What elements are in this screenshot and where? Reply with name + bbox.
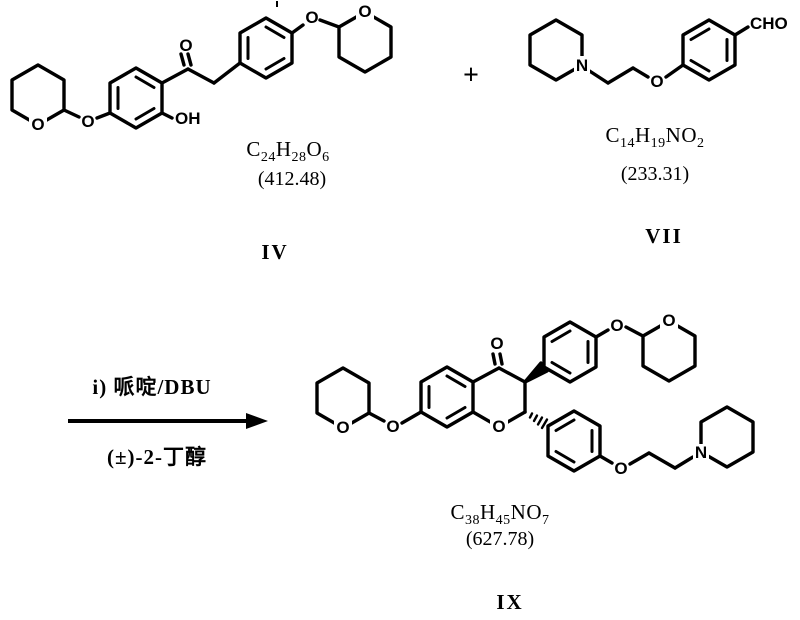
- piperidine-ring: [699, 405, 755, 469]
- oxygen-label: O: [305, 8, 318, 27]
- formula-subscript: 19: [650, 136, 666, 152]
- formula-segment: NO: [665, 123, 698, 147]
- label-mask: [334, 419, 352, 436]
- hydroxyl-label: OH: [175, 109, 201, 128]
- oxygen-label: O: [610, 316, 623, 335]
- formula-ix: C38H45NO7: [450, 500, 550, 529]
- compound-number-iv: IV: [261, 240, 289, 264]
- reaction-condition-solvent: (±)-2-丁醇: [107, 445, 207, 469]
- formula-segment: O: [306, 137, 323, 161]
- formula-segment: NO: [510, 500, 543, 524]
- formula-subscript: 14: [620, 136, 635, 152]
- molecular-mass-ix: (627.78): [465, 528, 535, 550]
- formula-iv: C24H28O6: [246, 137, 330, 166]
- molecular-mass-vii: (233.31): [620, 163, 690, 185]
- formula-subscript: 6: [322, 150, 330, 166]
- oxygen-label: O: [386, 417, 399, 436]
- aldehyde-label: CHO: [750, 14, 788, 33]
- formula-segment: H: [635, 123, 651, 147]
- oxygen-label: O: [492, 417, 505, 436]
- formula-subscript: 38: [465, 513, 480, 529]
- plus-sign: +: [463, 60, 479, 91]
- nitrogen-label: N: [695, 443, 707, 462]
- piperidine-ring: [528, 18, 584, 82]
- oxygen-label: O: [336, 418, 349, 437]
- formula-vii: C14H19NO2: [605, 123, 705, 152]
- formula-subscript: 7: [542, 513, 550, 529]
- label-mask: [574, 56, 590, 73]
- molecule-ix-bonds: [315, 319, 755, 473]
- label-mask: [29, 116, 47, 133]
- oxygen-label: O: [179, 36, 192, 55]
- oxygen-label: O: [650, 72, 663, 91]
- oxygen-label: O: [31, 115, 44, 134]
- label-mask: [490, 419, 508, 435]
- oxygen-label: O: [490, 334, 503, 353]
- oxygen-label: O: [81, 112, 94, 131]
- benzene-ring: [546, 409, 602, 473]
- reaction-condition-reagents: i) 哌啶/DBU: [92, 375, 212, 399]
- molecule-iv-bonds: [10, 10, 393, 130]
- molecule-vii-structure: N O CHO: [528, 14, 788, 91]
- formula-subscript: 2: [697, 136, 705, 152]
- oxygen-label: O: [358, 2, 371, 21]
- thp-ring: [337, 10, 393, 74]
- molecular-mass-iv: (412.48): [257, 168, 327, 190]
- nitrogen-label: N: [576, 56, 588, 75]
- formula-segment: C: [605, 123, 620, 147]
- molecule-iv-structure: O O OH O O O: [10, 2, 393, 134]
- compound-number-ix: IX: [496, 590, 524, 614]
- thp-ring: [641, 319, 697, 383]
- formula-segment: H: [480, 500, 496, 524]
- arrow-head: [246, 413, 268, 429]
- reaction-arrow: [68, 413, 268, 429]
- label-mask: [693, 444, 709, 460]
- molecule-vii-bonds: [528, 18, 750, 85]
- compound-number-vii: VII: [645, 224, 683, 248]
- formula-segment: H: [275, 137, 292, 161]
- oxygen-label: O: [614, 459, 627, 478]
- oxygen-label: O: [662, 311, 675, 330]
- formula-segment: C: [450, 500, 465, 524]
- formula-subscript: 24: [260, 150, 276, 166]
- label-mask: [660, 313, 678, 329]
- formula-subscript: 45: [495, 513, 511, 529]
- formula-subscript: 28: [291, 150, 307, 166]
- molecule-ix-structure: O O O O O O O N: [315, 311, 755, 478]
- label-mask: [356, 3, 374, 20]
- formula-segment: C: [246, 137, 261, 161]
